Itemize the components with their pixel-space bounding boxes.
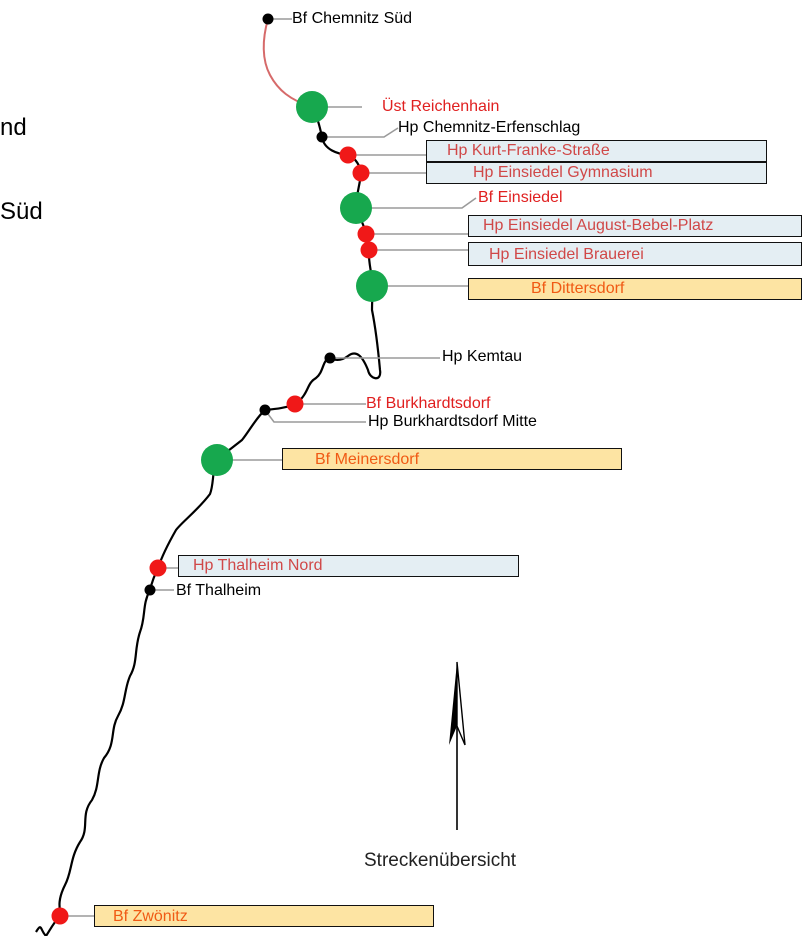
station-dot-dittersdorf [356, 270, 388, 302]
box-zwoenitz: Bf Zwönitz [94, 905, 434, 927]
station-dot-einsiedel [340, 192, 372, 224]
station-dot-thalheim [144, 584, 156, 596]
edge-fragment-2: Süd [0, 198, 43, 225]
station-dot-brauerei [360, 241, 378, 259]
station-dot-kurt-franke [339, 146, 357, 164]
station-dot-august-bebel [357, 225, 375, 243]
box-thalheim-nord: Hp Thalheim Nord [178, 555, 519, 577]
box-dittersdorf: Bf Dittersdorf [468, 278, 802, 300]
box-august-bebel: Hp Einsiedel August-Bebel-Platz [468, 215, 802, 237]
station-dot-erfenschlag [316, 131, 328, 143]
north-arrow-icon [449, 661, 466, 830]
station-dot-reichenhain [296, 91, 328, 123]
spur-track-chemnitz-sued [262, 18, 313, 108]
box-einsiedel-gymnasium: Hp Einsiedel Gymnasium [426, 162, 767, 184]
label-erfenschlag: Hp Chemnitz-Erfenschlag [398, 119, 581, 136]
label-kemtau: Hp Kemtau [442, 348, 523, 365]
box-kurt-franke: Hp Kurt-Franke-Straße [426, 140, 767, 162]
main-track [35, 106, 382, 936]
label-burkhardtsdorf: Bf Burkhardtsdorf [366, 395, 491, 412]
label-chemnitz-sued: Bf Chemnitz Süd [292, 10, 413, 27]
label-thalheim-nord: Hp Thalheim Nord [193, 557, 323, 574]
station-dot-einsiedel-gymnasium [352, 164, 370, 182]
station-dot-kemtau [324, 352, 336, 364]
station-dot-thalheim-nord [149, 559, 167, 577]
label-reichenhain: Üst Reichenhain [382, 98, 500, 115]
box-meinersdorf: Bf Meinersdorf [282, 448, 622, 470]
label-burkhardtsdorf-mitte: Hp Burkhardtsdorf Mitte [368, 413, 537, 430]
north-arrow-caption: Streckenübersicht [364, 850, 517, 871]
label-thalheim: Bf Thalheim [176, 582, 262, 599]
label-meinersdorf: Bf Meinersdorf [315, 451, 420, 468]
station-dot-zwoenitz [51, 907, 69, 925]
label-august-bebel: Hp Einsiedel August-Bebel-Platz [483, 217, 714, 234]
station-dot-burkhardtsdorf [286, 395, 304, 413]
label-einsiedel-gymnasium: Hp Einsiedel Gymnasium [473, 164, 653, 181]
edge-fragment-1: nd [0, 114, 27, 141]
label-kurt-franke: Hp Kurt-Franke-Straße [447, 142, 610, 159]
station-dot-chemnitz-sued [262, 13, 274, 25]
label-einsiedel: Bf Einsiedel [478, 189, 563, 206]
box-brauerei: Hp Einsiedel Brauerei [468, 242, 802, 266]
leader-lines [60, 18, 530, 917]
label-zwoenitz: Bf Zwönitz [113, 908, 188, 925]
station-dot-meinersdorf [201, 444, 233, 476]
label-brauerei: Hp Einsiedel Brauerei [489, 246, 644, 263]
label-dittersdorf: Bf Dittersdorf [531, 280, 625, 297]
station-dot-burkhardtsdorf-mitte [259, 404, 271, 416]
